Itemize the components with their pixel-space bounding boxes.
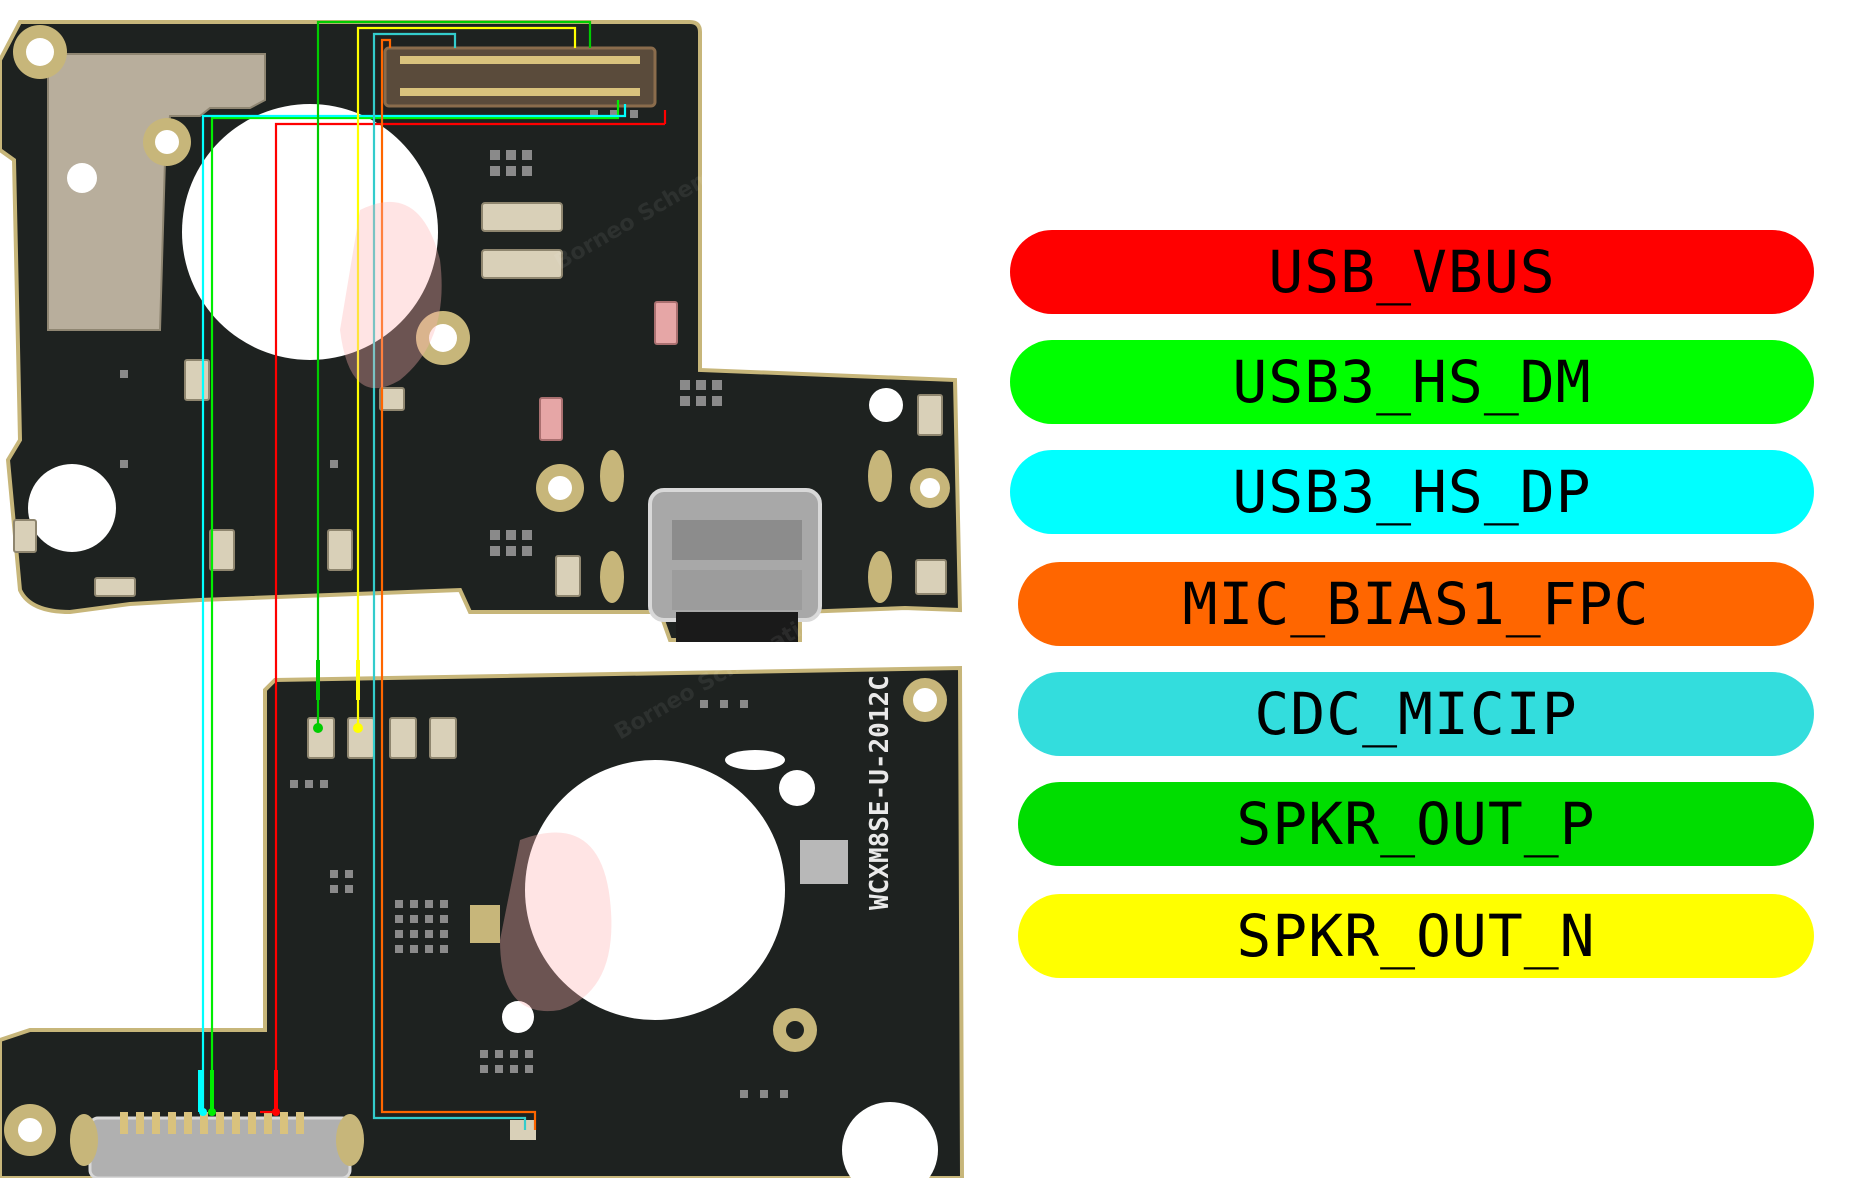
lower-board: WCXM8SE-U-2012C [0, 665, 965, 1178]
trace-mic-bias1-fpc [380, 38, 537, 1130]
legend-spkr-out-p: SPKR_OUT_P [1018, 782, 1814, 866]
legend-label: USB3_HS_DM [1232, 348, 1592, 416]
silkscreen-label: WCXM8SE-U-2012C [865, 675, 895, 910]
legend-label: SPKR_OUT_P [1236, 790, 1596, 858]
legend-usb-vbus: USB_VBUS [1010, 230, 1814, 314]
trace-spkr-out-n [356, 26, 577, 728]
legend-label: USB3_HS_DP [1232, 458, 1592, 526]
legend-usb3-hs-dp: USB3_HS_DP [1010, 450, 1814, 534]
trace-usb-vbus [274, 122, 665, 1112]
trace-spkr-out-p [316, 20, 592, 728]
trace-cdc-micip [372, 32, 527, 1130]
watermark-logo [340, 201, 612, 1012]
trace-usb3-hs-dp [201, 104, 627, 1112]
legend-usb3-hs-dm: USB3_HS_DM [1010, 340, 1814, 424]
legend-cdc-micip: CDC_MICIP [1018, 672, 1814, 756]
legend-label: MIC_BIAS1_FPC [1182, 570, 1650, 638]
legend-label: SPKR_OUT_N [1236, 902, 1596, 970]
signal-traces [198, 20, 667, 1130]
trace-usb3-hs-dm [210, 100, 620, 1112]
legend-label: USB_VBUS [1268, 238, 1556, 306]
legend-mic-bias1-fpc: MIC_BIAS1_FPC [1018, 562, 1814, 646]
legend-label: CDC_MICIP [1254, 680, 1578, 748]
legend-spkr-out-n: SPKR_OUT_N [1018, 894, 1814, 978]
trace-endpoints [199, 723, 363, 1116]
